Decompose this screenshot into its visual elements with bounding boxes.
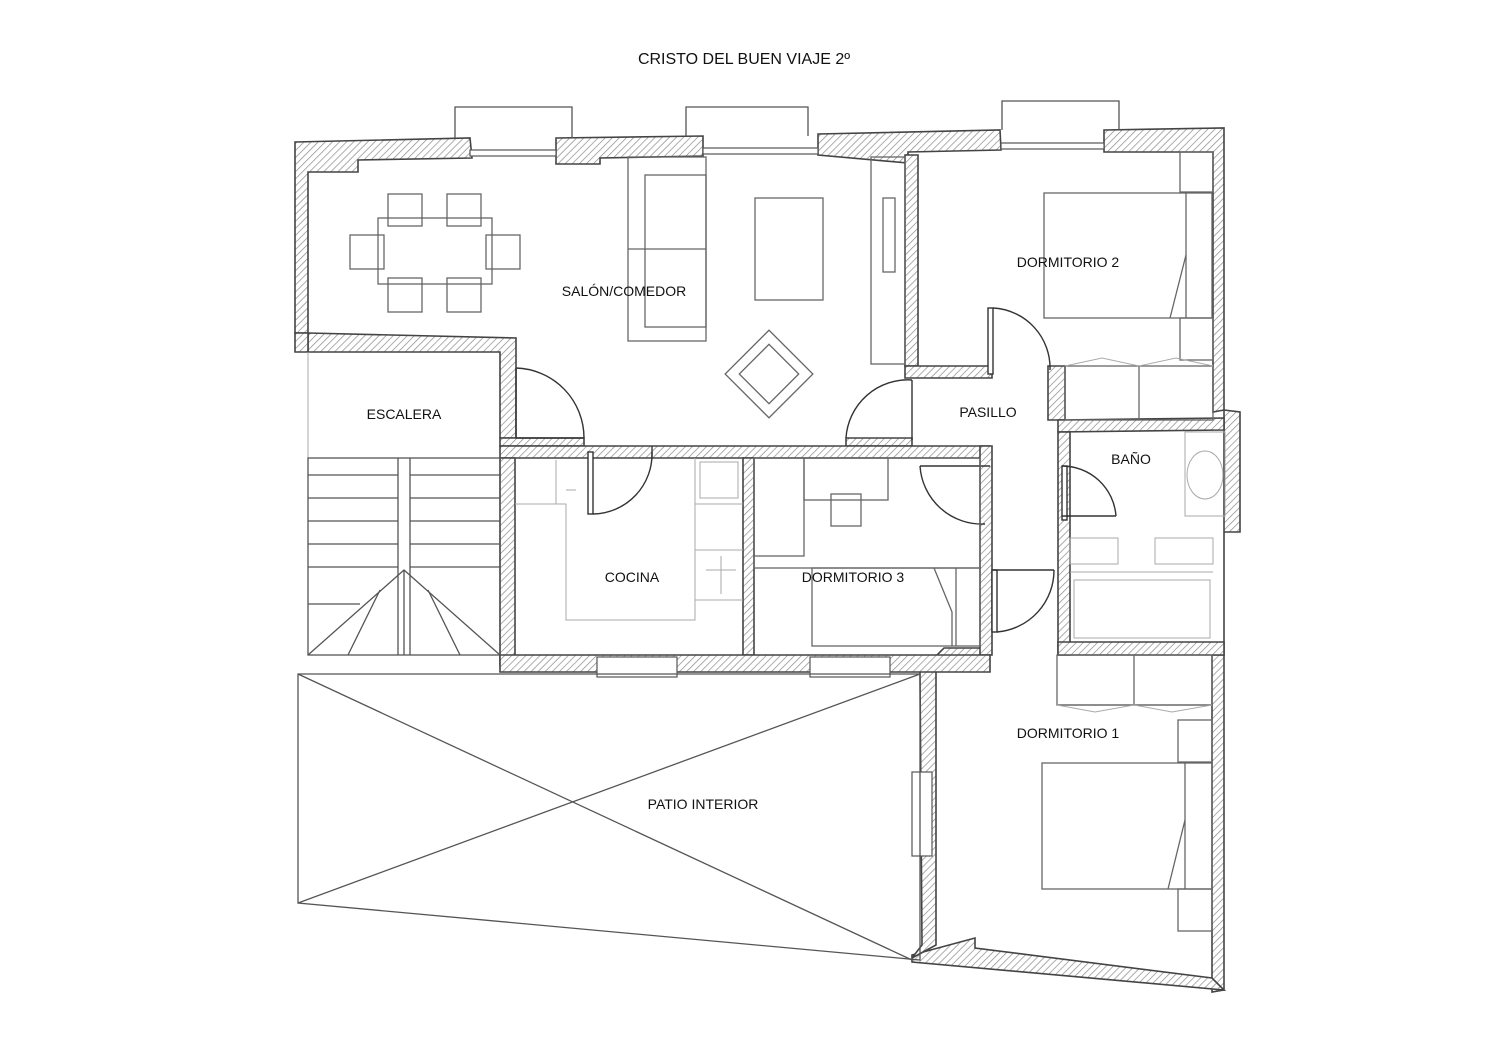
patio-outline bbox=[297, 673, 921, 961]
room-label-dormitorio-3: DORMITORIO 3 bbox=[802, 569, 905, 585]
sinks bbox=[1069, 537, 1214, 639]
room-label-cocina: COCINA bbox=[605, 569, 660, 585]
bed-dormitorio-1 bbox=[1041, 719, 1213, 932]
room-label-salon: SALÓN/COMEDOR bbox=[562, 283, 686, 299]
room-label-pasillo: PASILLO bbox=[959, 404, 1016, 420]
room-label-dormitorio-2: DORMITORIO 2 bbox=[1017, 254, 1120, 270]
interior-walls bbox=[499, 154, 1225, 673]
coffee-table bbox=[754, 197, 824, 301]
bathtub-shower bbox=[1184, 431, 1226, 517]
bed-dormitorio-2 bbox=[1043, 151, 1214, 361]
sofa bbox=[627, 156, 707, 342]
room-label-patio: PATIO INTERIOR bbox=[648, 796, 759, 812]
bed-dormitorio-3 bbox=[811, 567, 981, 647]
room-labels: SALÓN/COMEDOR DORMITORIO 2 ESCALERA PASI… bbox=[367, 254, 1151, 812]
kitchen-counters bbox=[515, 458, 743, 621]
wardrobe-dormitorio-2 bbox=[1064, 357, 1214, 421]
tv-unit bbox=[870, 156, 906, 365]
room-label-bano: BAÑO bbox=[1111, 451, 1151, 467]
dining-table bbox=[349, 193, 521, 313]
armchair bbox=[724, 329, 814, 419]
stair-treads bbox=[307, 352, 501, 656]
windows bbox=[454, 100, 1120, 857]
wardrobe-dormitorio-1 bbox=[1056, 654, 1213, 713]
plan-title: CRISTO DEL BUEN VIAJE 2º bbox=[638, 51, 850, 68]
room-label-dormitorio-1: DORMITORIO 1 bbox=[1017, 725, 1120, 741]
room-label-escalera: ESCALERA bbox=[367, 406, 442, 422]
doors bbox=[515, 307, 1117, 633]
